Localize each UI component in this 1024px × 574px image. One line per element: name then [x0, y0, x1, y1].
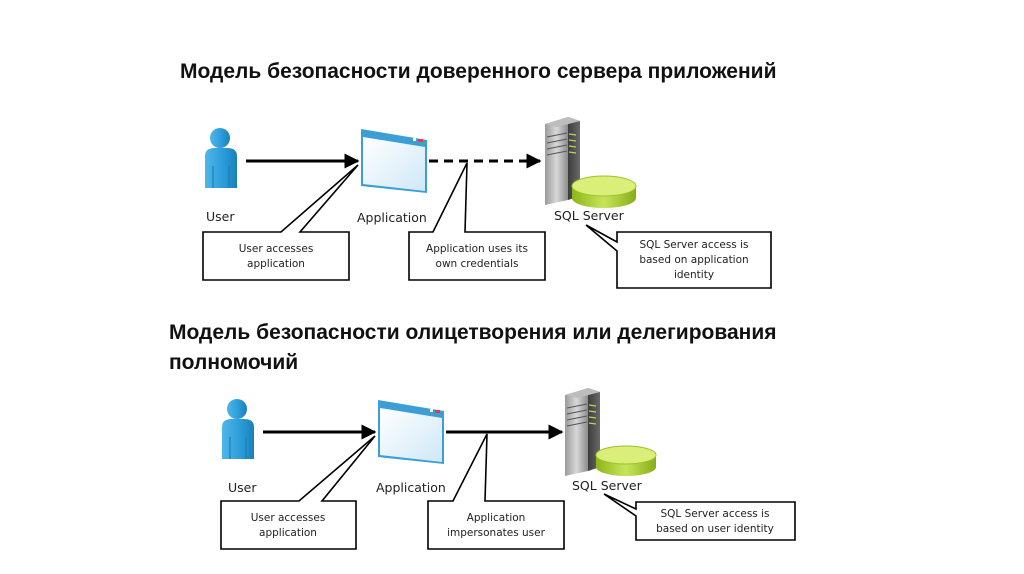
callout-server: SQL Server access is based on applicatio… — [585, 224, 772, 289]
callout-server-line-3: identity — [674, 269, 714, 281]
callout-user: User accesses application — [220, 435, 376, 550]
callout-server-line-1: SQL Server access is — [661, 508, 770, 520]
diagram-1-title: Модель безопасности доверенного сервера … — [180, 60, 777, 83]
diagram-2-title: Модель безопасности олицетворения или де… — [169, 321, 777, 374]
callout-application-line-2: impersonates user — [447, 527, 546, 539]
sql-server-label: SQL Server — [554, 208, 625, 223]
server-icon — [565, 388, 600, 476]
server-icon — [545, 117, 580, 205]
callout-user: User accesses application — [202, 164, 359, 281]
callout-application-line-2: own credentials — [436, 258, 519, 270]
diagram-1: User Application — [202, 117, 772, 289]
user-icon — [205, 128, 237, 188]
callout-user-line-1: User accesses — [239, 243, 314, 255]
application-window-icon — [378, 400, 444, 464]
application-label: Application — [376, 480, 446, 495]
callout-application-line-1: Application — [467, 512, 526, 524]
callout-server-line-1: SQL Server access is — [640, 239, 749, 251]
callout-server: SQL Server access is based on user ident… — [603, 493, 796, 541]
user-label: User — [206, 209, 235, 224]
callout-server-line-2: based on application — [639, 254, 748, 266]
application-window-icon — [361, 129, 427, 193]
callout-application: Application impersonates user — [427, 433, 565, 550]
user-icon — [222, 399, 254, 459]
database-icon — [571, 175, 637, 208]
sql-server-label: SQL Server — [572, 478, 643, 493]
diagram-2: User Application SQL — [220, 388, 796, 550]
callout-user-line-2: application — [259, 527, 317, 539]
database-icon — [595, 445, 657, 476]
callout-application-line-1: Application uses its — [426, 243, 528, 255]
application-label: Application — [357, 210, 427, 225]
user-label: User — [228, 480, 257, 495]
callout-user-line-1: User accesses — [251, 512, 326, 524]
callout-application: Application uses its own credentials — [408, 162, 546, 281]
callout-user-line-2: application — [247, 258, 305, 270]
callout-server-line-2: based on user identity — [656, 523, 774, 535]
